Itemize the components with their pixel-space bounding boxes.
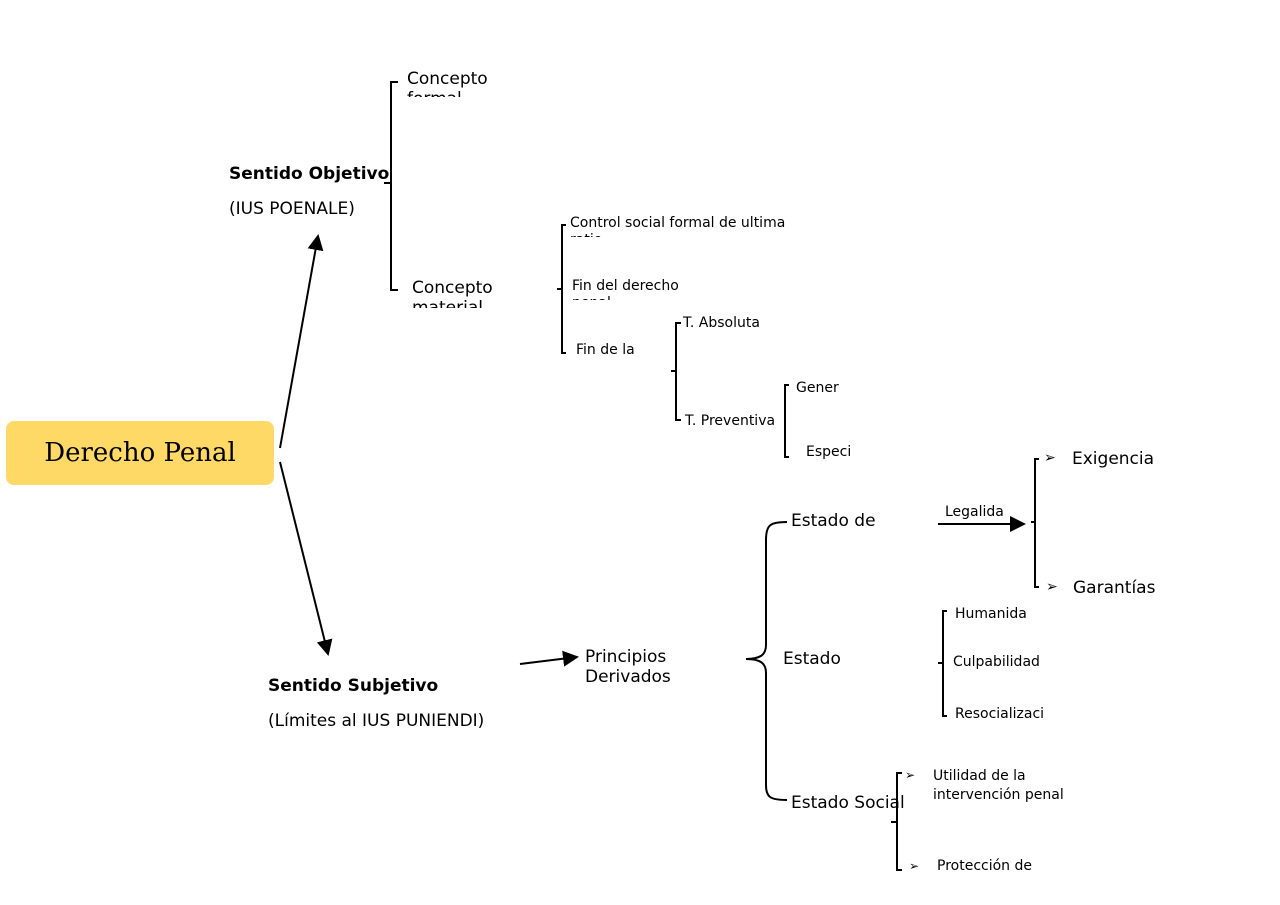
material-item: Fin de la pena	[576, 342, 635, 362]
material-item: Control social formal de ultima ratio	[570, 215, 786, 237]
pena-theory: T. Preventiva	[685, 413, 776, 429]
arrowhead-bullet-icon: ➢	[1046, 579, 1058, 595]
legalidad-label: Legalida	[945, 504, 1004, 520]
estado-item: Resocializaci	[955, 706, 1045, 722]
pena-theory: T. Absoluta	[683, 315, 760, 331]
concept-material: Concepto material	[412, 278, 493, 308]
preventiva-type: Gener	[796, 380, 839, 396]
state-node: Estado	[783, 649, 841, 669]
social-item: Protección de	[937, 858, 1032, 874]
subjective-subtitle: (Límites al IUS PUNIENDI)	[268, 711, 485, 731]
bracket-preventiva	[784, 384, 789, 458]
state-node: Estado Social	[791, 793, 905, 813]
arrow-to-subjective	[279, 461, 333, 656]
brace-states	[745, 521, 788, 801]
objective-title: Sentido Objetivo	[229, 164, 390, 184]
arrow-to-principles	[519, 650, 579, 667]
objective-subtitle: (IUS POENALE)	[229, 199, 355, 219]
subjective-title: Sentido Subjetivo	[268, 676, 439, 696]
bracket-legalidad	[1031, 458, 1039, 588]
bracket-pena	[671, 322, 681, 421]
bracket-estado	[938, 610, 947, 717]
state-node: Estado de	[791, 511, 876, 531]
bracket-social	[891, 772, 902, 871]
concept-formal: Concepto formal	[407, 69, 488, 97]
legalidad-item: Garantías	[1073, 578, 1156, 598]
estado-item: Culpabilidad	[953, 654, 1040, 670]
arrowhead-bullet-icon: ➢	[1044, 450, 1056, 466]
root-node: Derecho Penal	[6, 421, 274, 485]
arrowhead-bullet-icon: ➢	[909, 859, 920, 873]
preventiva-type: Especi	[806, 444, 852, 460]
arrowhead-bullet-icon: ➢	[905, 768, 916, 782]
root-label: Derecho Penal	[44, 438, 236, 468]
estado-item: Humanida	[955, 606, 1027, 622]
legalidad-item: Exigencia	[1072, 449, 1155, 469]
bracket-material	[557, 224, 566, 354]
arrow-to-objective	[279, 234, 324, 449]
material-item: Fin del derecho penal	[572, 278, 679, 300]
principles-node: Principios Derivados	[585, 647, 671, 687]
social-item: Utilidad de la intervención penal	[933, 768, 1064, 803]
bracket-objective	[384, 81, 398, 291]
